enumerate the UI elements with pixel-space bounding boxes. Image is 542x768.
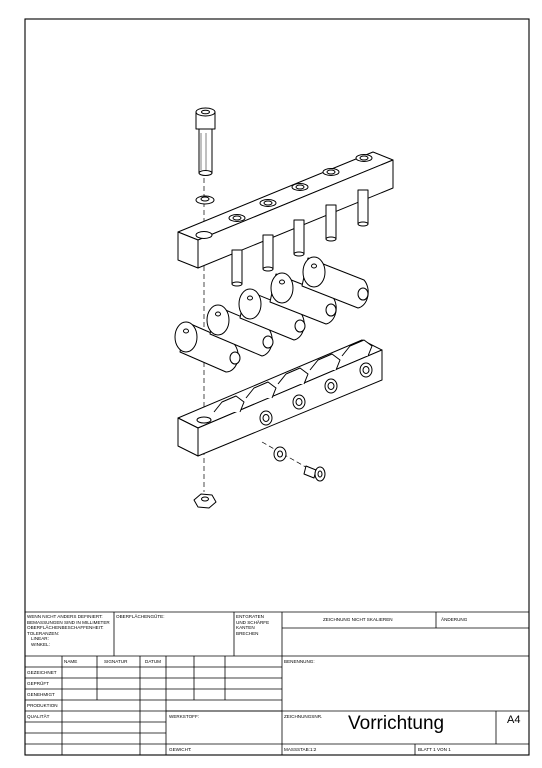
general-note-5: LINEAR: <box>31 636 49 641</box>
general-note-2: BEMASSUNGEN SIND IN MILLIMETER <box>27 619 110 625</box>
hex-nut <box>193 493 217 509</box>
assembly-axis-2 <box>261 441 319 475</box>
surface-finish-label: OBERFLÄCHENGÜTE: <box>116 614 165 619</box>
top-clamp-bar <box>177 151 394 287</box>
cap-screw-vertical <box>195 107 216 176</box>
sheet-number-label: BLATT 1 VON 1 <box>418 746 451 752</box>
sheet-border <box>24 18 530 756</box>
col-header-signature: SIGNATUR <box>104 658 128 664</box>
general-note-4: TOLERANZEN: <box>27 630 60 636</box>
row-label-approved: GENEHMIGT <box>27 691 55 697</box>
v-block-base <box>177 339 383 457</box>
revision-label: ÄNDERUNG <box>441 617 468 622</box>
row-label-drawn: GEZEICHNET <box>27 669 57 675</box>
washer-top <box>195 195 215 205</box>
deburr-note-4: BRECHEN <box>236 630 259 636</box>
row-label-checked: GEPRÜFT <box>27 680 49 686</box>
sheet-format: A4 <box>507 714 521 726</box>
workpiece-cylinders <box>174 256 369 373</box>
weight-label: GEWICHT: <box>169 746 192 752</box>
general-note-6: WINKEL: <box>31 641 50 647</box>
deburr-note-3: KANTEN <box>236 625 255 630</box>
drawing-title: Vorrichtung <box>348 713 445 734</box>
deburr-note-1: ENTGRATEN <box>236 614 264 619</box>
drawing-number-label: ZEICHNUNGSNR. <box>284 714 323 719</box>
col-header-date: DATUM <box>145 658 161 664</box>
deburr-note-2: UND SCHÄRFE <box>236 619 270 625</box>
row-label-production: PRODUKTION <box>27 702 58 708</box>
side-washer <box>273 446 287 462</box>
designation-label: BENENNUNG: <box>284 658 315 664</box>
title-block-grid <box>25 611 529 755</box>
col-header-name: NAME <box>64 658 78 664</box>
exploded-assembly <box>174 107 394 509</box>
general-note-1: WENN NICHT ANDERS DEFINIERT: <box>27 614 103 619</box>
material-label: WERKSTOFF: <box>169 713 200 719</box>
do-not-scale-note: ZEICHNUNG NICHT SKALIEREN <box>323 617 393 622</box>
scale-label: MASSSTAB:1:2 <box>284 746 317 752</box>
row-label-quality: QUALITÄT <box>27 713 50 719</box>
cap-screw-side <box>303 465 326 482</box>
general-note-3: OBERFLÄCHENBESCHAFFENHEIT: <box>27 625 104 630</box>
